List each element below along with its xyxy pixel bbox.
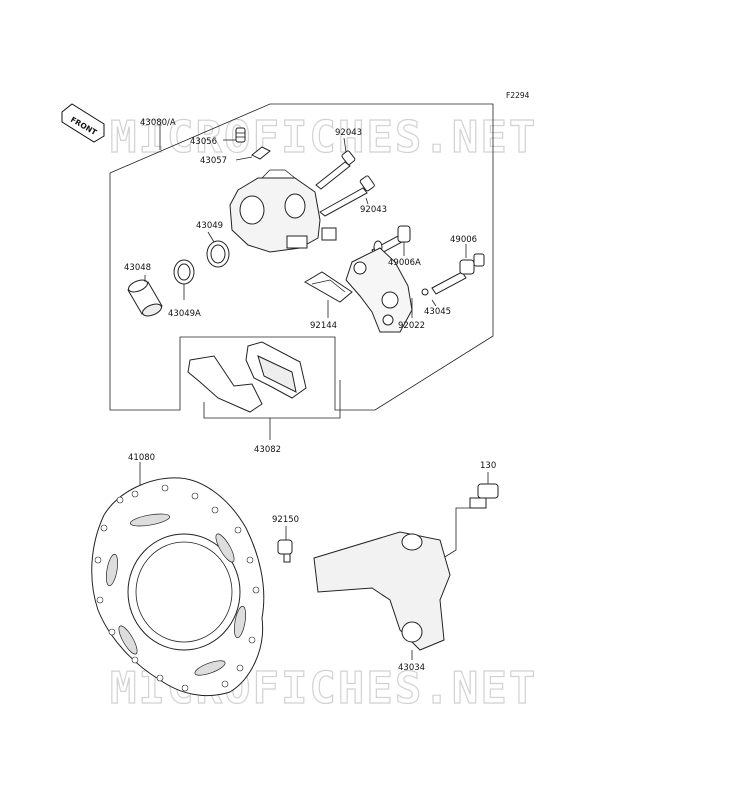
part-label-43049[interactable]: 43049 xyxy=(196,221,223,231)
caliper-bracket-part xyxy=(345,247,413,333)
sleeve-pin-part xyxy=(431,253,485,295)
part-label-92150[interactable]: 92150 xyxy=(272,515,299,525)
piston-seal-part xyxy=(206,240,230,268)
part-label-49006a[interactable]: 49006A xyxy=(388,258,421,268)
part-label-43048[interactable]: 43048 xyxy=(124,263,151,273)
part-label-130[interactable]: 130 xyxy=(480,461,496,471)
reference-code: F2294 xyxy=(506,91,530,100)
caliper-pin-lower xyxy=(319,175,375,217)
bracket-bolt-part xyxy=(439,472,499,561)
caliper-body-part xyxy=(229,169,337,253)
part-label-43045[interactable]: 43045 xyxy=(424,307,451,317)
part-label-43082[interactable]: 43082 xyxy=(254,445,281,455)
piston-part xyxy=(127,279,163,317)
part-label-92022[interactable]: 92022 xyxy=(398,321,425,331)
front-arrow-icon: FRONT xyxy=(61,103,105,143)
caliper-pin-upper xyxy=(315,150,356,190)
part-label-43080a[interactable]: 43080/A xyxy=(140,118,176,128)
part-label-49006[interactable]: 49006 xyxy=(450,235,477,245)
brake-disc-part xyxy=(91,477,265,697)
caliper-assembly-boundary xyxy=(109,103,494,411)
brake-pad-set-part xyxy=(187,341,341,440)
pad-spring-part xyxy=(304,271,353,303)
part-label-41080[interactable]: 41080 xyxy=(128,453,155,463)
part-label-92043-lower[interactable]: 92043 xyxy=(360,205,387,215)
leader-lines xyxy=(139,137,467,486)
part-label-92043-upper[interactable]: 92043 xyxy=(335,128,362,138)
disc-bolt-part xyxy=(277,526,293,563)
part-label-92144[interactable]: 92144 xyxy=(310,321,337,331)
bleeder-valve-part xyxy=(223,127,246,143)
caliper-mounting-bracket-part xyxy=(313,531,451,660)
dust-seal-part xyxy=(173,259,195,285)
bleeder-cap-part xyxy=(235,146,271,161)
part-label-43056[interactable]: 43056 xyxy=(190,137,217,147)
washer-part xyxy=(421,288,429,296)
watermark-top: MICROFICHES.NET xyxy=(110,112,537,163)
part-label-43034[interactable]: 43034 xyxy=(398,663,425,673)
part-label-43057[interactable]: 43057 xyxy=(200,156,227,166)
part-label-43049a[interactable]: 43049A xyxy=(168,309,201,319)
